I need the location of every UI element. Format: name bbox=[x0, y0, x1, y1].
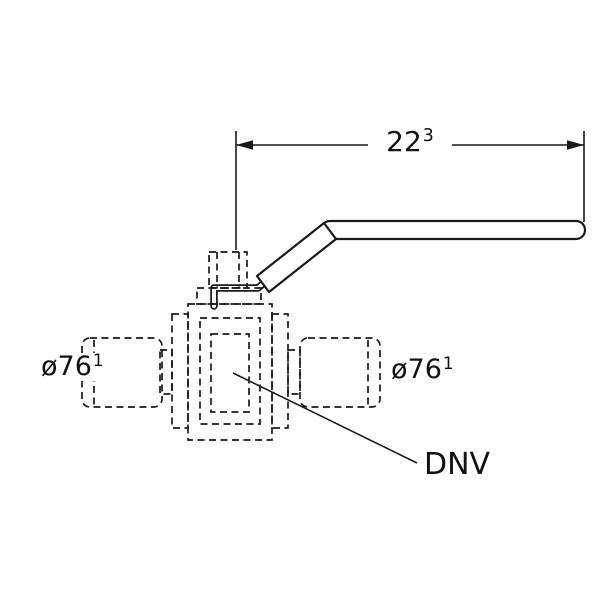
dimension-length-label: 223 bbox=[368, 125, 452, 158]
dimension-length-value: 22 bbox=[386, 125, 422, 158]
handle-lever-bar bbox=[319, 219, 587, 241]
left-pipe-diameter-superscript: 1 bbox=[92, 349, 104, 370]
pipe-connector-left bbox=[159, 349, 173, 395]
valve-stem bbox=[208, 251, 248, 289]
right-pipe-diameter-superscript: 1 bbox=[442, 352, 454, 373]
valve-flange-left bbox=[171, 313, 189, 429]
valve-flange-right bbox=[271, 313, 289, 429]
pipe-right bbox=[299, 337, 381, 408]
part-label-leader-line bbox=[232, 372, 418, 464]
left-pipe-diameter-value: ø76 bbox=[41, 351, 92, 382]
valve-hidden-lines bbox=[81, 251, 381, 441]
valve-stem-collar bbox=[196, 287, 262, 305]
dimension-arrowhead-right-icon bbox=[567, 140, 584, 150]
handle-grip-sleeve bbox=[255, 221, 338, 294]
handle-assembly bbox=[210, 219, 587, 310]
left-pipe-diameter-label: ø761 bbox=[38, 349, 107, 382]
right-pipe-diameter-value: ø76 bbox=[391, 354, 442, 385]
pipe-connector-right bbox=[287, 349, 301, 395]
dimension-arrowhead-left-icon bbox=[236, 140, 253, 150]
dimension-length-superscript: 3 bbox=[422, 126, 434, 147]
part-name-label: DNV bbox=[424, 447, 491, 482]
valve-body-inner bbox=[199, 317, 261, 425]
valve-ball-chamber bbox=[210, 333, 250, 413]
right-pipe-diameter-label: ø761 bbox=[388, 352, 457, 385]
